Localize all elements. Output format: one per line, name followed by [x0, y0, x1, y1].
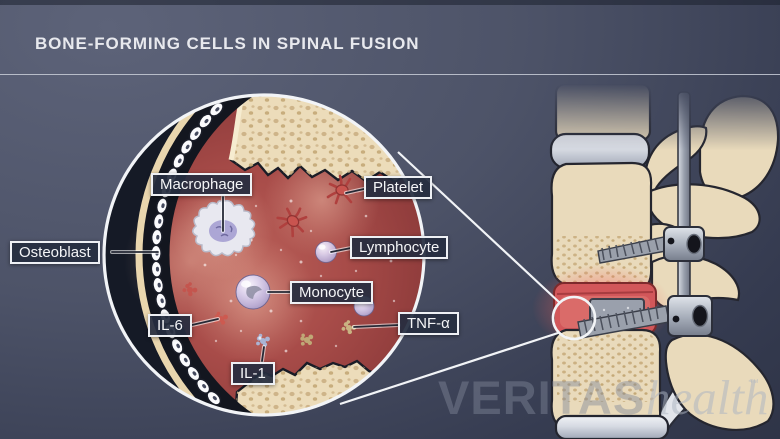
disc-3	[554, 414, 670, 439]
graft-speckles-lower	[557, 334, 655, 402]
label-il1: IL-1	[231, 362, 275, 385]
label-osteoblast: Osteoblast	[10, 241, 100, 264]
source-area-circle	[551, 295, 597, 341]
watermark-brand: VERITAS	[438, 371, 645, 424]
leader-lines	[110, 187, 401, 363]
page-title: BONE-FORMING CELLS IN SPINAL FUSION	[35, 34, 420, 53]
label-monocyte: Monocyte	[290, 281, 374, 304]
spine-illustration	[532, 82, 780, 439]
label-platelet: Platelet	[364, 176, 433, 199]
header-divider	[0, 74, 780, 75]
label-tnfa: TNF-α	[398, 312, 459, 335]
spinal-hardware	[577, 91, 713, 339]
lower-spinous-process	[664, 333, 775, 432]
monocyte-cell	[235, 274, 271, 310]
screw-threads-upper	[601, 237, 659, 261]
label-macrophage: Macrophage	[151, 173, 253, 196]
watermark-logo: VERITAS health ™	[438, 370, 768, 425]
header: BONE-FORMING CELLS IN SPINAL FUSION	[0, 0, 780, 75]
watermark-tm: ™	[749, 378, 759, 389]
label-lymphocyte: Lymphocyte	[350, 236, 449, 259]
watermark-suffix: health	[646, 370, 768, 425]
top-strip	[0, 0, 780, 5]
vertebra-body-1	[554, 82, 652, 142]
label-il6: IL-6	[148, 314, 192, 337]
posterior-processes	[638, 94, 780, 310]
vertebral-column	[532, 82, 672, 439]
disc-line	[556, 291, 654, 295]
